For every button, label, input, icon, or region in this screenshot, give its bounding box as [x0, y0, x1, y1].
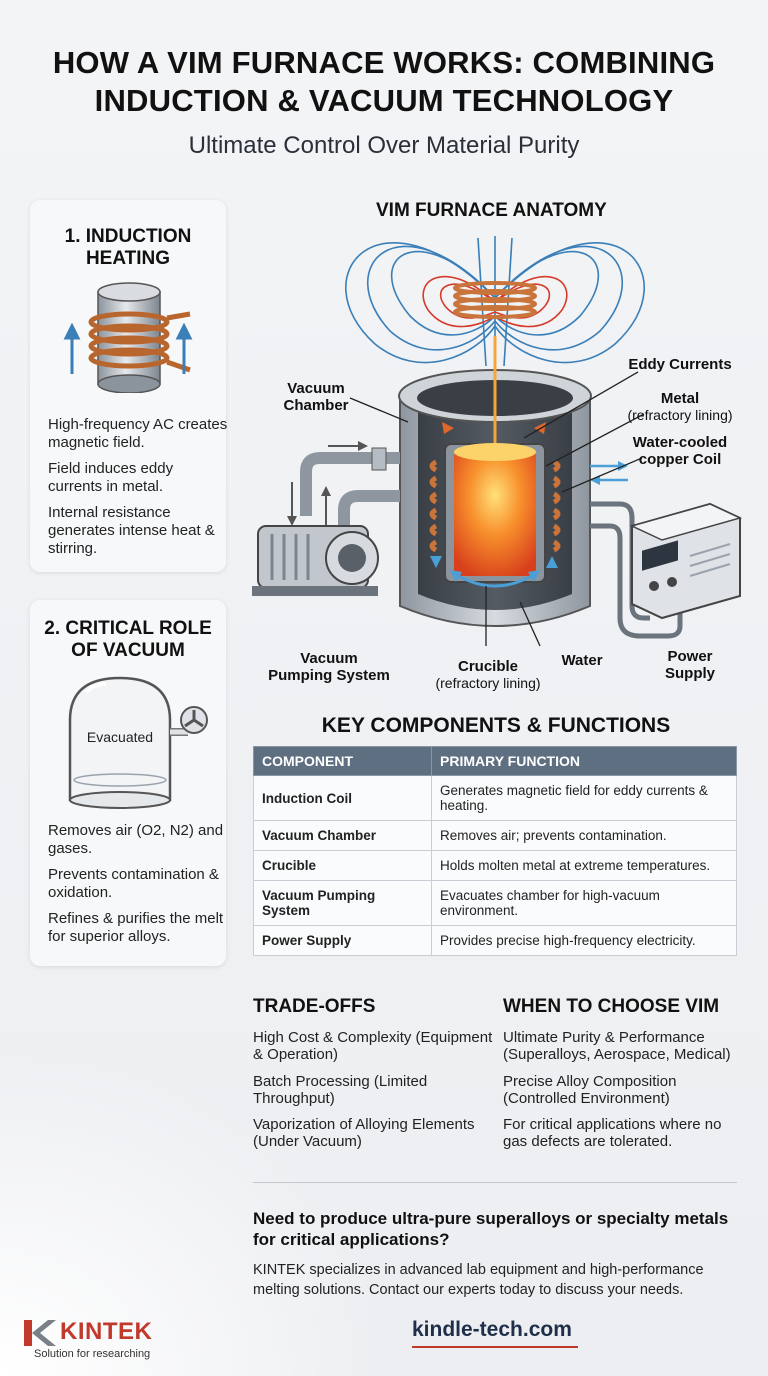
induction-point: Internal resistance generates intense he…: [48, 504, 215, 557]
website-underline: [412, 1346, 578, 1348]
vim-furnace-diagram: [252, 236, 743, 647]
brand-name: KINTEK: [60, 1318, 153, 1345]
column-header: COMPONENT: [253, 746, 432, 776]
induction-heating-card: 1. INDUCTION HEATING Hig: [30, 200, 228, 572]
power-supply-icon: [629, 502, 743, 620]
components-title: KEY COMPONENTS & FUNCTIONS: [321, 714, 671, 737]
crucible-icon: [444, 443, 546, 583]
vacuum-card-title: 2. CRITICAL ROLE OF VACUUM: [44, 618, 212, 661]
vessel-label: Evacuated: [87, 729, 153, 745]
component-cell: Power Supply: [253, 925, 432, 956]
brand-tagline: Solution for researching: [34, 1348, 151, 1360]
component-cell: Vacuum Pumping System: [253, 880, 432, 926]
website-link[interactable]: kindle-tech.com: [412, 1318, 572, 1341]
pipe-flow-arrows-icon: [287, 441, 368, 526]
when-title: WHEN TO CHOOSE VIM: [503, 996, 720, 1017]
tradeoff-item: Vaporization of Alloying Elements (Under…: [253, 1116, 475, 1150]
table-header-row: COMPONENT PRIMARY FUNCTION: [253, 746, 737, 776]
callout-lines: [349, 371, 645, 647]
function-cell: Provides precise high-frequency electric…: [431, 925, 737, 956]
component-cell: Induction Coil: [253, 775, 432, 821]
label-vacuum-chamber: Vacuum Chamber: [283, 380, 349, 414]
table-row: Vacuum Chamber Removes air; prevents con…: [253, 820, 737, 851]
table-row: Crucible Holds molten metal at extreme t…: [253, 850, 737, 881]
vacuum-points: Removes air (O2, N2) and gases. Prevents…: [48, 822, 228, 954]
table-row: Power Supply Provides precise high-frequ…: [253, 925, 737, 956]
induction-point: Field induces eddy currents in metal.: [48, 460, 174, 495]
vacuum-point: Prevents contamination & oxidation.: [48, 866, 219, 901]
function-cell: Evacuates chamber for high-vacuum enviro…: [431, 880, 737, 926]
tradeoff-item: Batch Processing (Limited Throughput): [253, 1073, 428, 1107]
label-metal: Metal(refractory lining): [627, 390, 733, 423]
vacuum-role-card: 2. CRITICAL ROLE OF VACUUM Evacuated Rem…: [30, 600, 226, 966]
vacuum-pipe-icon: [300, 452, 400, 532]
kintek-k-icon: [24, 1320, 56, 1346]
table-row: Induction Coil Generates magnetic field …: [253, 775, 737, 821]
label-vacuum-pumping-system: Vacuum Pumping System: [268, 650, 390, 684]
when-item: For critical applications where no gas d…: [503, 1116, 722, 1150]
when-item: Precise Alloy Composition (Controlled En…: [503, 1073, 677, 1107]
component-cell: Crucible: [253, 850, 432, 881]
label-power-supply: Power Supply: [664, 648, 715, 682]
label-crucible: Crucible(refractory lining): [435, 658, 541, 691]
label-water: Water: [561, 652, 603, 669]
page-subtitle: Ultimate Control Over Material Purity: [188, 132, 580, 159]
vacuum-vessel-icon: Evacuated: [68, 676, 208, 809]
component-cell: Vacuum Chamber: [253, 820, 432, 851]
induction-coil-illustration-icon: [63, 282, 193, 393]
components-table: COMPONENT PRIMARY FUNCTION Induction Coi…: [253, 746, 737, 956]
table-row: Vacuum Pumping System Evacuates chamber …: [253, 880, 737, 926]
page-title: HOW A VIM FURNACE WORKS: COMBINING INDUC…: [52, 45, 716, 118]
function-cell: Holds molten metal at extreme temperatur…: [431, 850, 737, 881]
label-water-cooled-coil: Water-cooled copper Coil: [632, 434, 728, 468]
vacuum-point: Refines & purifies the melt for superior…: [48, 910, 224, 945]
vacuum-point: Removes air (O2, N2) and gases.: [48, 822, 224, 857]
cta-title: Need to produce ultra-pure superalloys o…: [253, 1209, 729, 1249]
induction-point: High-frequency AC creates magnetic field…: [48, 416, 228, 451]
vacuum-pump-icon: [252, 525, 379, 596]
function-cell: Generates magnetic field for eddy curren…: [431, 775, 737, 821]
tradeoff-item: High Cost & Complexity (Equipment & Oper…: [253, 1029, 493, 1063]
induction-points: High-frequency AC creates magnetic field…: [48, 416, 228, 566]
section-divider: [253, 1182, 737, 1183]
anatomy-title: VIM FURNACE ANATOMY: [376, 200, 607, 221]
function-cell: Removes air; prevents contamination.: [431, 820, 737, 851]
induction-card-title: 1. INDUCTION HEATING: [64, 226, 192, 269]
label-eddy-currents: Eddy Currents: [628, 356, 732, 373]
column-header: PRIMARY FUNCTION: [431, 746, 737, 776]
tradeoffs-title: TRADE-OFFS: [253, 996, 376, 1017]
cta-text: KINTEK specializes in advanced lab equip…: [253, 1262, 704, 1298]
when-item: Ultimate Purity & Performance (Superallo…: [503, 1029, 731, 1063]
copper-coil-icon: [429, 459, 561, 553]
